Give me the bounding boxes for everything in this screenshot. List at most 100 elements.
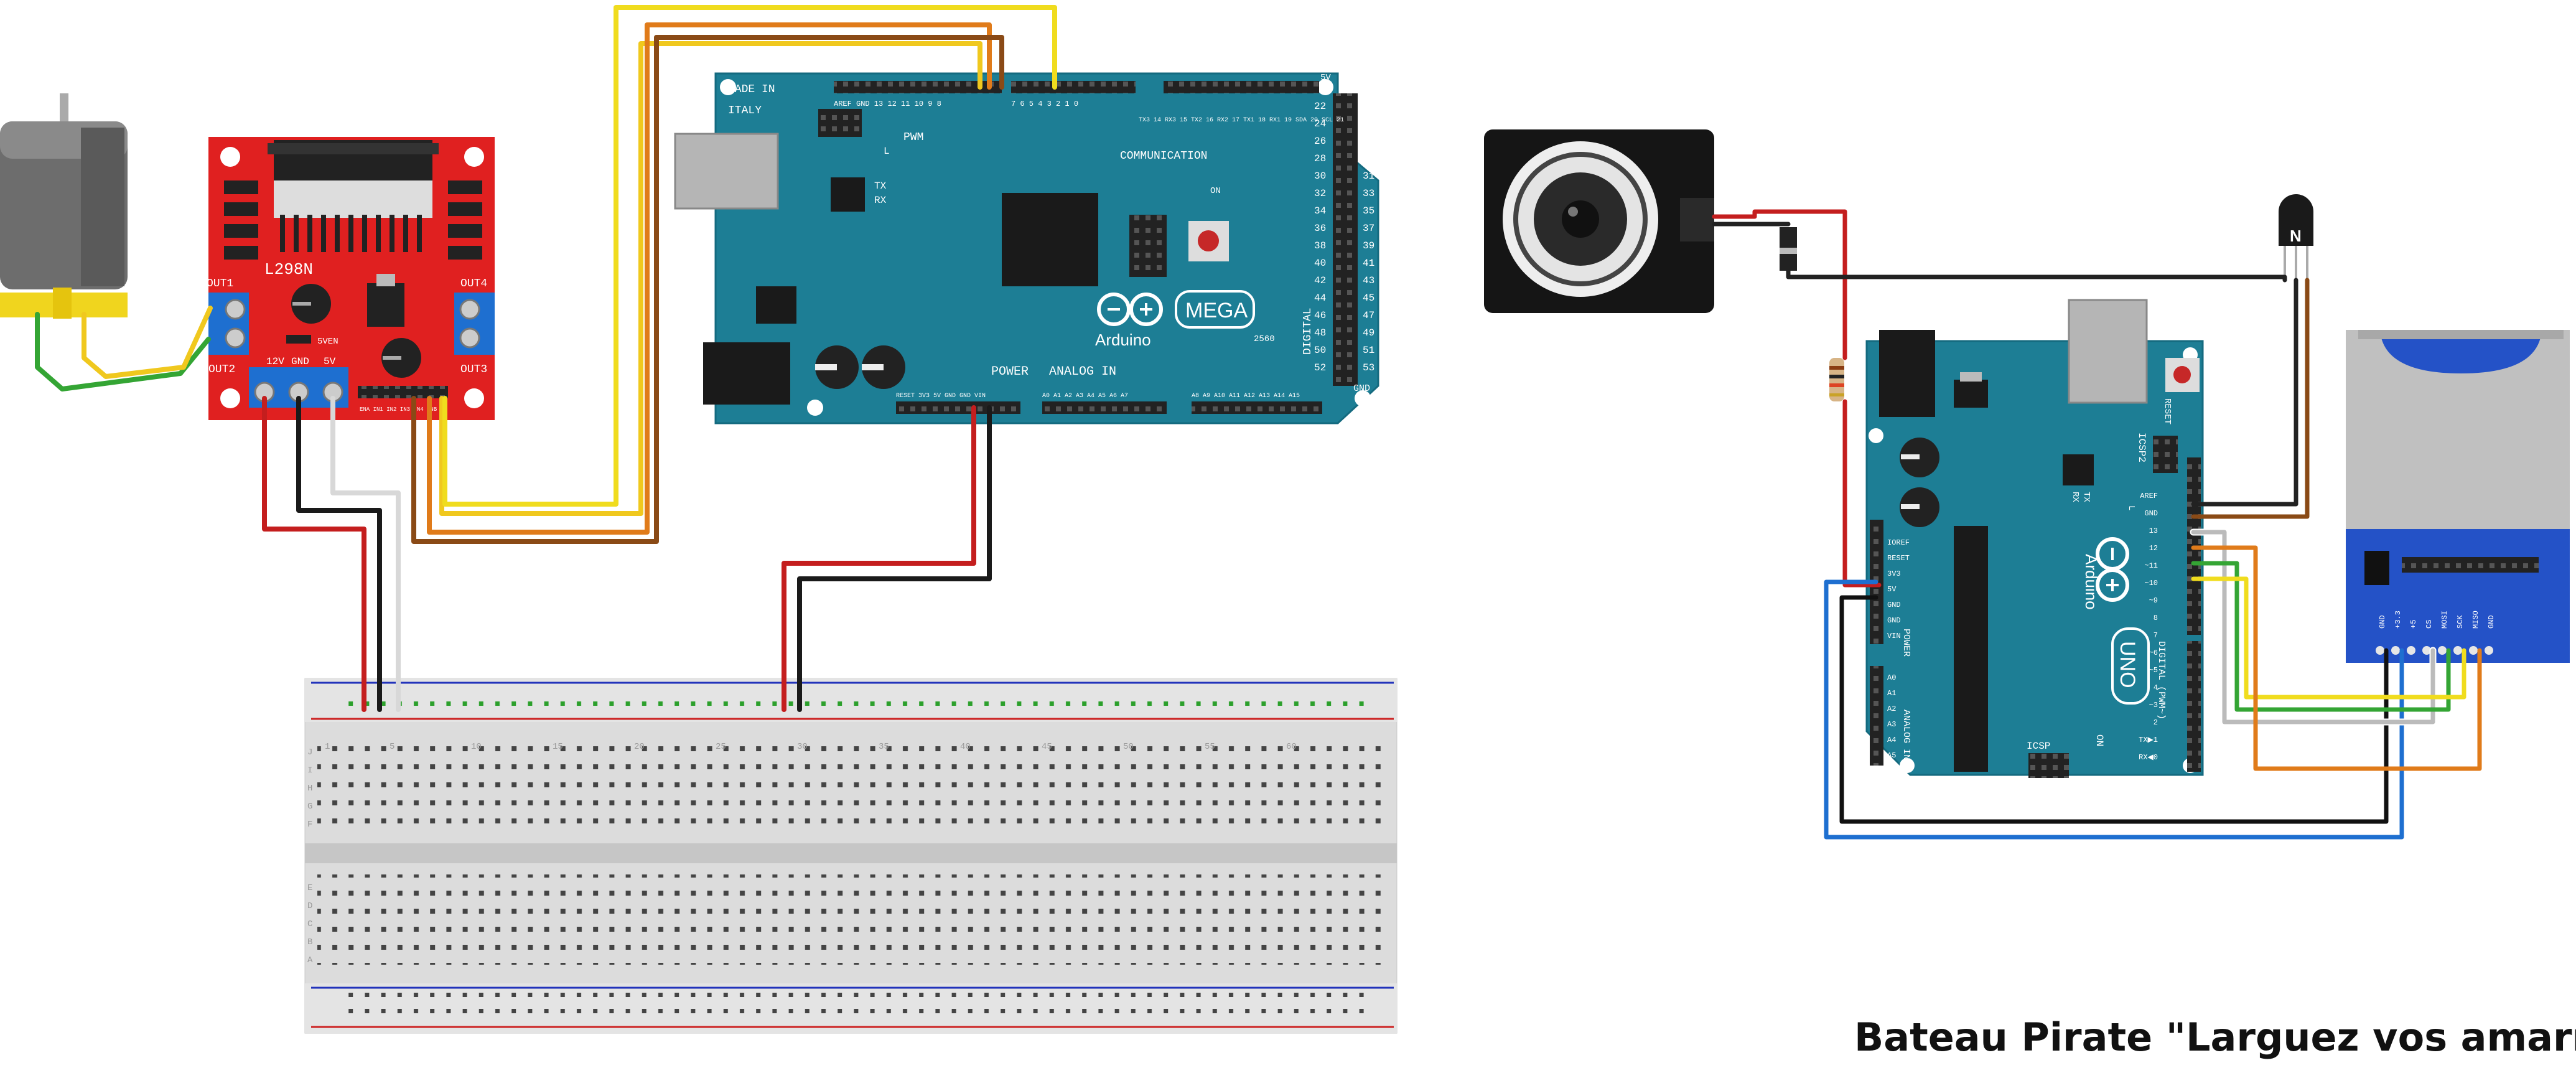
arduino-infinity-icon [1097,293,1163,326]
power-label: POWER [991,365,1029,379]
bb-col-label: 40 [960,742,971,752]
mega-digital-pin-label: 36 [1314,223,1326,234]
sd-pin-label: GND [2487,615,2496,629]
sd-pin-label: +3.3 [2394,611,2402,629]
analog-in-label: ANALOG IN [1901,710,1911,760]
npn-transistor: N [2279,194,2313,280]
bb-col-label: 25 [716,742,726,752]
mega-digital-pin-label: 48 [1314,327,1326,339]
uno-analog-pin-label: A2 [1887,705,1896,713]
sd-pin-label: MOSI [2440,611,2449,629]
sd-pin-label: +5 [2409,620,2418,629]
out1-terminal [208,293,249,355]
analog-in-label: ANALOG IN [1049,365,1116,379]
mega-digital-pin-label: 52 [1314,362,1326,373]
analog-b-label: A8 A9 A10 A11 A12 A13 A14 A15 [1192,393,1300,400]
bb-row-label: J [307,747,312,757]
uno-analog-pin-label: A0 [1887,673,1896,682]
sd-card-module: GND +3.3 +5 CS MOSI SCK MISO GND [2346,330,2570,663]
mega-digital-pin-label: 45 [1363,293,1374,304]
bb-col-label: 35 [879,742,889,752]
uno-digital-pin-label: ~10 [2144,579,2158,588]
mega-digital-pin-label: 22 [1314,101,1326,112]
mega-digital-pin-label: 29 [1363,153,1374,164]
sven-label: 5VEN [317,337,338,347]
mega-digital-pin-label: 23 [1363,101,1374,112]
mega-digital-pin-label: 39 [1363,240,1374,251]
power-label: POWER [1901,629,1911,657]
resistor [1829,358,1844,401]
mega-model-sub: 2560 [1254,334,1275,344]
wires [35,5,2482,840]
uno-analog-pin-label: A3 [1887,720,1896,729]
out2-label: OUT2 [208,363,235,376]
bb-row-label: G [307,802,312,812]
uno-digital-pin-label: 7 [2154,631,2158,640]
uno-power-pin-label: VIN [1887,632,1901,640]
mega-digital-pin-label: 44 [1314,293,1326,304]
uno-power-pin-label: 3V3 [1887,569,1901,578]
sd-pin-label: GND [2378,615,2387,629]
mega-model: MEGA [1185,299,1248,322]
uno-digital-pin-label: TX▶1 [2139,736,2158,744]
mega-digital-pin-label: 47 [1363,310,1374,321]
mega-digital-pin-label: 30 [1314,171,1326,182]
mega-brand: Arduino [1095,330,1151,349]
gnd-label: GND [291,356,309,367]
digital-label: DIGITAL [1302,307,1314,355]
mega-digital-pin-label: 40 [1314,258,1326,269]
mega-digital-pin-label: 31 [1363,171,1374,182]
uno-power-pin-label: GND [1887,601,1901,609]
bb-row-label: H [307,784,312,794]
l-led-label: L [884,146,890,157]
power-pins-label: RESET 3V3 5V GND GND VIN [896,393,986,400]
uno-digital-pin-label: ~5 [2149,666,2158,675]
mega-digital-pin-label: 51 [1363,345,1374,356]
top-pins2-label: 7 6 5 4 3 2 1 0 [1011,100,1078,108]
mega-digital-pin-label: 27 [1363,136,1374,147]
out4-terminal [454,293,495,355]
icsp-label: ICSP [2027,741,2050,752]
top-pins-label: AREF GND 13 12 11 10 9 8 [834,100,941,108]
uno-digital-pin-label: 12 [2149,544,2158,553]
mega-digital-pin-label: 38 [1314,240,1326,251]
uno-analog-pin-label: A1 [1887,689,1896,698]
uno-power-pin-label: 5V [1887,585,1897,594]
uno-digital-pin-label: ~3 [2149,701,2158,710]
uno-analog-pin-label: A5 [1887,751,1896,760]
uno-digital-pin-label: 13 [2149,527,2158,535]
gnd-label: GND [1353,383,1370,394]
mega-digital-pin-label: 25 [1363,118,1374,129]
bb-row-label: D [307,901,312,911]
uno-digital-pin-label: ~11 [2144,561,2158,570]
comm-pins-label: TX3 14 RX3 15 TX2 16 RX2 17 TX1 18 RX1 1… [1139,117,1344,124]
analog-a-label: A0 A1 A2 A3 A4 A5 A6 A7 [1042,393,1128,400]
sd-pin-label: SCK [2456,615,2465,629]
mega-digital-pin-label: 46 [1314,310,1326,321]
tx-label: TX [874,180,887,192]
uno-analog-pin-label: A4 [1887,736,1896,744]
mega-digital-pin-label: 33 [1363,188,1374,199]
bb-col-label: 10 [471,742,482,752]
tx-label: TX [2081,492,2091,502]
uno-power-pin-label: RESET [1887,554,1910,563]
on-label: ON [2094,734,2105,746]
sd-pin-label: CS [2425,620,2434,629]
speaker [1484,129,1714,313]
uno-digital-pin-label: ~9 [2149,596,2158,605]
control-pins-label: ENA IN1 IN2 IN3 IN4 ENB [360,406,437,413]
sd-pin-label: MISO [2471,611,2480,629]
l-led-label: L [2126,505,2136,510]
communication-label: COMMUNICATION [1120,150,1207,162]
bb-row-label: E [307,883,312,893]
uno-brand: Arduino [2082,554,2101,610]
uno-digital-pin-label: AREF [2140,492,2158,500]
mega-digital-pin-label: 50 [1314,345,1326,356]
bb-col-label: 55 [1205,742,1215,752]
bb-col-label: 50 [1123,742,1134,752]
arduino-uno: Arduino UNO ICSP ICSP2 RESET ON TX RX L … [1865,299,2204,778]
out1-label: OUT1 [207,278,233,290]
bb-col-label: 60 [1286,742,1297,752]
diagram-title: Bateau Pirate "Larguez vos amarres" [1854,1014,2576,1060]
